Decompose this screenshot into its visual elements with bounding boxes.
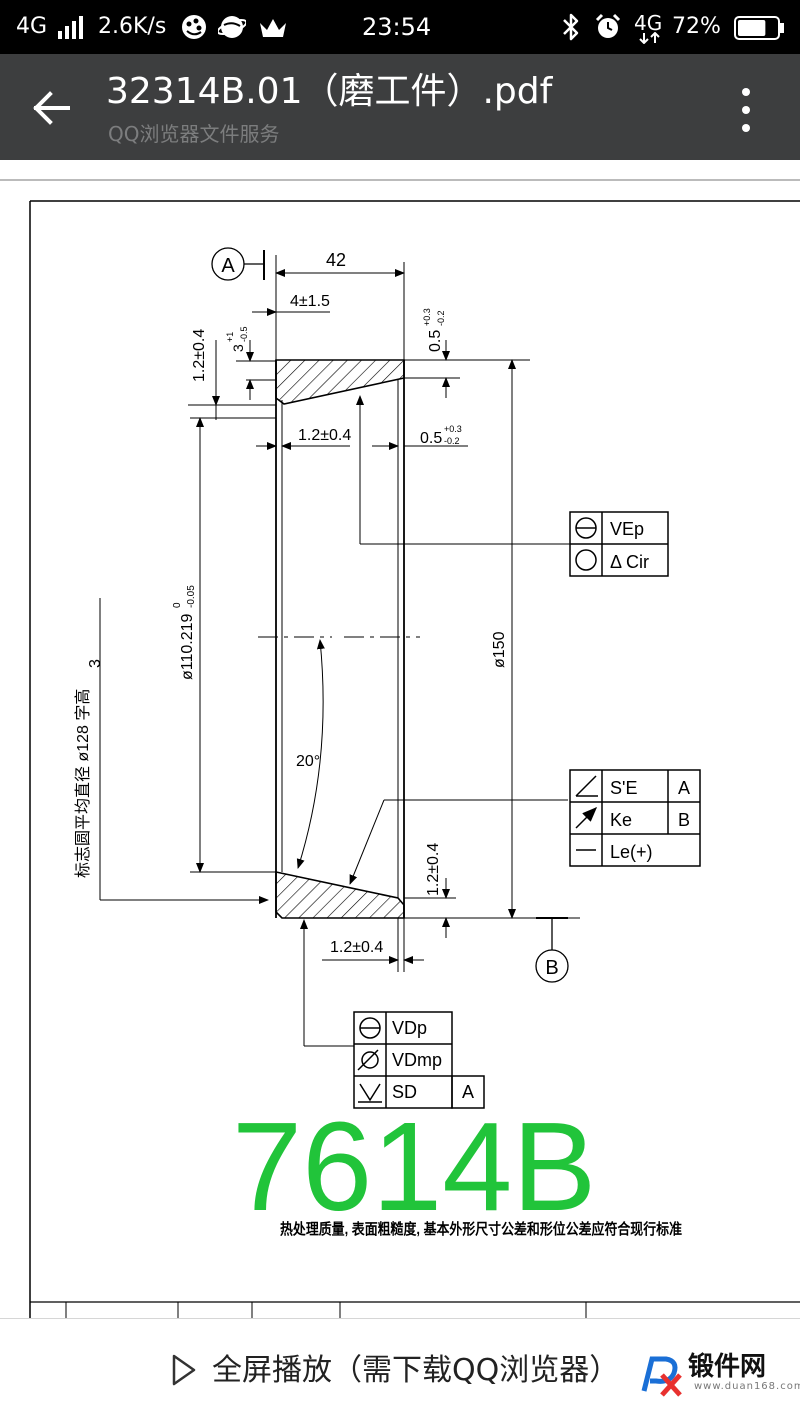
svg-text:3: 3 [87, 659, 104, 668]
network-speed: 2.6K/s [98, 14, 167, 39]
dimension-middle: 1.2±0.4 0.5 +0.3 -0.2 [256, 424, 468, 450]
datum-b: B [535, 917, 569, 983]
svg-text:4±1.5: 4±1.5 [290, 293, 330, 310]
svg-text:3: 3 [230, 344, 246, 352]
drawing-note: 热处理质量, 表面粗糙度, 基本外形尺寸公差和形位公差应符合现行标准 [280, 1220, 682, 1238]
svg-text:-0.2: -0.2 [444, 436, 460, 446]
ring-cross-section [258, 359, 420, 919]
svg-text:-0.5: -0.5 [239, 326, 249, 342]
svg-text:1.2±0.4: 1.2±0.4 [191, 329, 208, 382]
back-arrow-icon [33, 91, 70, 125]
svg-text:S'E: S'E [610, 778, 637, 798]
feature-control-frame-bottom: VDp VDmp SD A [353, 1011, 485, 1109]
svg-text:+0.3: +0.3 [422, 308, 432, 326]
circle-icon [575, 549, 597, 571]
cylindricity-icon [357, 1049, 379, 1071]
dimension-width: 42 [275, 250, 405, 360]
svg-text:A: A [678, 778, 690, 798]
svg-text:0: 0 [172, 602, 183, 608]
watermark-subtext: www.duan168.com [694, 1381, 800, 1392]
svg-text:ø150: ø150 [491, 631, 508, 668]
svg-text:0.5: 0.5 [427, 330, 444, 352]
svg-text:-0.2: -0.2 [436, 310, 446, 326]
svg-text:1.2±0.4: 1.2±0.4 [330, 939, 383, 956]
part-number: 7614B [232, 1096, 596, 1237]
svg-text:+1: +1 [225, 332, 235, 342]
more-options-button[interactable] [724, 80, 768, 140]
svg-text:Ke: Ke [610, 810, 632, 830]
svg-text:VEp: VEp [610, 519, 644, 539]
svg-text:B: B [678, 810, 690, 830]
angle-icon [575, 775, 598, 797]
svg-text:VDmp: VDmp [392, 1050, 442, 1070]
bluetooth-icon [563, 13, 579, 41]
flatness-circle-icon [359, 1017, 381, 1039]
datum-a: A [211, 247, 265, 281]
document-title: 32314B.01（磨工件）.pdf [106, 71, 553, 112]
svg-text:-0.05: -0.05 [186, 585, 197, 608]
watermark-logo-icon [641, 1356, 682, 1397]
runout-arrow-icon [575, 806, 598, 829]
svg-text:Δ Cir: Δ Cir [610, 552, 649, 572]
dimension-bottom: 1.2±0.4 [322, 918, 424, 972]
clock: 23:54 [362, 13, 432, 41]
svg-text:1.2±0.4: 1.2±0.4 [298, 427, 351, 444]
pdf-viewer[interactable]: A 42 4±1.5 3 +1 -0.5 [0, 160, 800, 1318]
more-vert-icon [742, 88, 750, 132]
datum-a-label: A [221, 255, 235, 277]
app-notification-icon [182, 15, 206, 39]
network-type-right: 4G [634, 11, 663, 35]
back-button[interactable] [22, 80, 82, 136]
alarm-icon [595, 13, 621, 38]
watermark-text: 锻件网 [688, 1352, 767, 1382]
svg-text:VDp: VDp [392, 1018, 427, 1038]
svg-text:20°: 20° [296, 753, 320, 770]
document-subtitle: QQ浏览器文件服务 [108, 122, 280, 146]
svg-text:SD: SD [392, 1082, 417, 1102]
dimension-bore-diameter: ø110.219 0 -0.05 [172, 417, 276, 873]
svg-text:标志圆平均直径 ø128 字高: 标志圆平均直径 ø128 字高 [74, 689, 92, 878]
fullscreen-play-label: 全屏播放（需下载QQ浏览器） [212, 1353, 620, 1388]
svg-text:42: 42 [326, 250, 346, 270]
technical-drawing: A 42 4±1.5 3 +1 -0.5 [0, 179, 800, 1318]
svg-text:1.2±0.4: 1.2±0.4 [425, 843, 442, 896]
svg-text:A: A [462, 1082, 474, 1102]
status-bar: 4G 2.6K/s 23:54 4G 72% [0, 0, 800, 54]
dimension-bottom-right: 1.2±0.4 [404, 843, 580, 938]
app-bar: 32314B.01（磨工件）.pdf QQ浏览器文件服务 [0, 54, 800, 160]
play-outline-icon [172, 1354, 196, 1386]
browser-notification-icon [218, 16, 246, 38]
side-note: 标志圆平均直径 ø128 字高 3 [74, 598, 269, 904]
dimension-chamfer-offset: 4±1.5 [252, 293, 330, 316]
data-activity-icon [639, 32, 660, 44]
fullscreen-play-button[interactable]: 全屏播放（需下载QQ浏览器） [170, 1341, 640, 1401]
feature-control-frame-middle: S'E Ke Le(+) A B [569, 769, 701, 867]
crown-icon [260, 19, 286, 37]
dimension-outer-diameter: ø150 [491, 359, 516, 919]
dimension-top-left-group: 3 +1 -0.5 1.2±0.4 [188, 326, 276, 420]
svg-text:0.5: 0.5 [420, 430, 442, 447]
svg-text:+0.3: +0.3 [444, 424, 462, 434]
site-watermark: 锻件网 www.duan168.com [630, 1347, 800, 1407]
svg-text:ø110.219: ø110.219 [179, 613, 196, 680]
battery-icon [734, 16, 784, 40]
bottom-bar: 全屏播放（需下载QQ浏览器） 锻件网 www.duan168.com [0, 1318, 800, 1423]
dimension-top-right: 0.5 +0.3 -0.2 [404, 308, 530, 398]
svg-text:Le(+): Le(+) [610, 842, 653, 862]
chevron-v-icon [358, 1083, 382, 1103]
flatness-circle-icon [575, 517, 597, 539]
svg-text:B: B [545, 957, 558, 979]
battery-percent: 72% [672, 14, 721, 39]
signal-icon [58, 16, 83, 39]
dimension-angle: 20° [296, 639, 325, 869]
feature-control-frame-top: VEp Δ Cir [569, 511, 669, 577]
network-type: 4G [16, 14, 48, 39]
